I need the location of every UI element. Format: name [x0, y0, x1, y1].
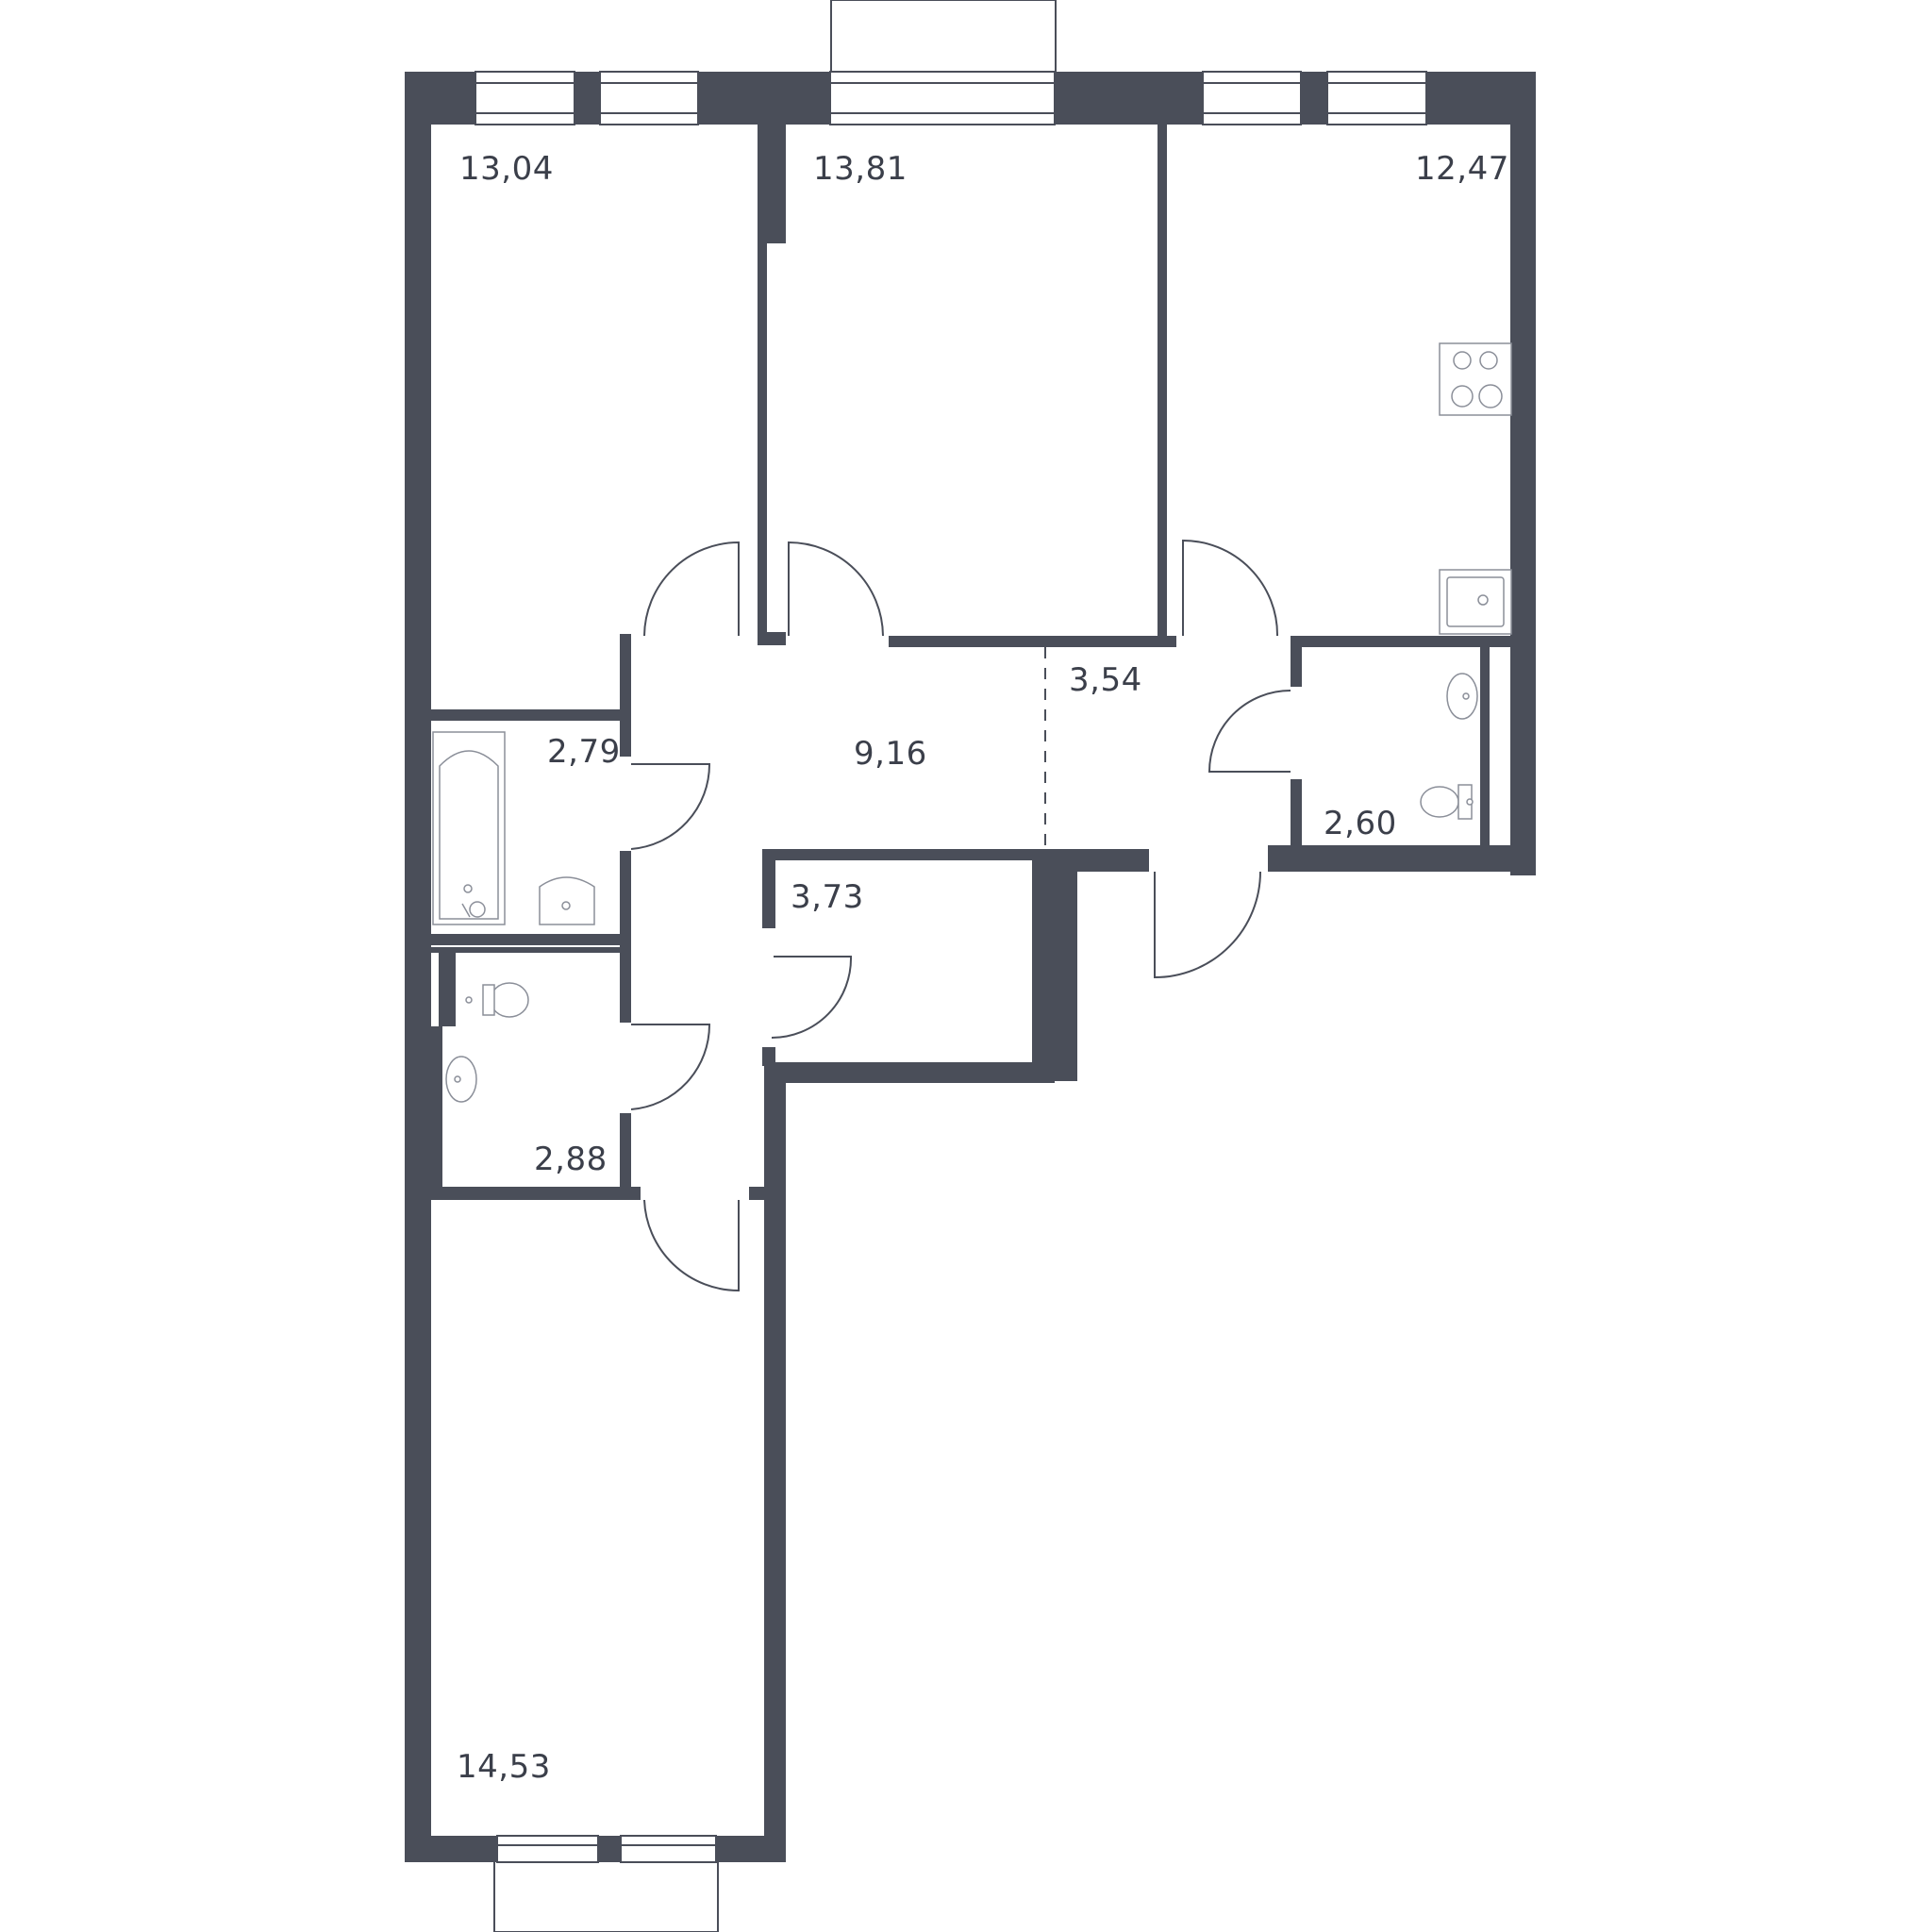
- toilet-icon: [1420, 784, 1474, 820]
- window: [475, 71, 575, 125]
- windows: [475, 71, 1427, 1863]
- door-swing: [630, 763, 711, 850]
- window: [496, 1835, 599, 1863]
- window: [599, 71, 699, 125]
- toilet-icon: [465, 982, 529, 1018]
- room-area: 2,88: [534, 1141, 608, 1178]
- room-area: 13,04: [459, 150, 554, 188]
- window: [1202, 71, 1302, 125]
- window: [620, 1835, 717, 1863]
- door-swing: [630, 1024, 711, 1110]
- room-area: 13,81: [813, 150, 908, 188]
- room-area: 3,54: [1069, 661, 1142, 699]
- washbasin-icon: [539, 876, 595, 925]
- balcony-top: [830, 0, 1057, 75]
- door-swing: [1182, 539, 1279, 637]
- washbasin-icon: [1446, 673, 1478, 720]
- window: [829, 71, 1056, 125]
- area-labels: 13,04 13,81 12,47 2,79 9,16 3,54 2,60 3,…: [457, 150, 1509, 1786]
- room-area: 14,53: [457, 1748, 551, 1786]
- sink-icon: [1439, 569, 1512, 635]
- room-area: 3,73: [791, 878, 864, 916]
- stove-icon: [1439, 342, 1512, 416]
- room-area: 12,47: [1415, 150, 1509, 188]
- room-area: 9,16: [854, 735, 927, 773]
- doors: [630, 539, 1291, 1292]
- window: [1326, 71, 1427, 125]
- door-swing: [788, 541, 884, 637]
- washbasin-icon: [445, 1056, 477, 1103]
- door-swing: [1208, 690, 1291, 773]
- room-area: 2,79: [547, 733, 621, 771]
- door-swing: [643, 541, 740, 637]
- room-area: 2,60: [1324, 805, 1397, 842]
- bathtub-icon: [432, 731, 506, 925]
- door-swing: [771, 956, 853, 1039]
- door-swing: [1154, 871, 1261, 979]
- door-swing: [643, 1199, 740, 1292]
- walls: [405, 72, 1536, 1862]
